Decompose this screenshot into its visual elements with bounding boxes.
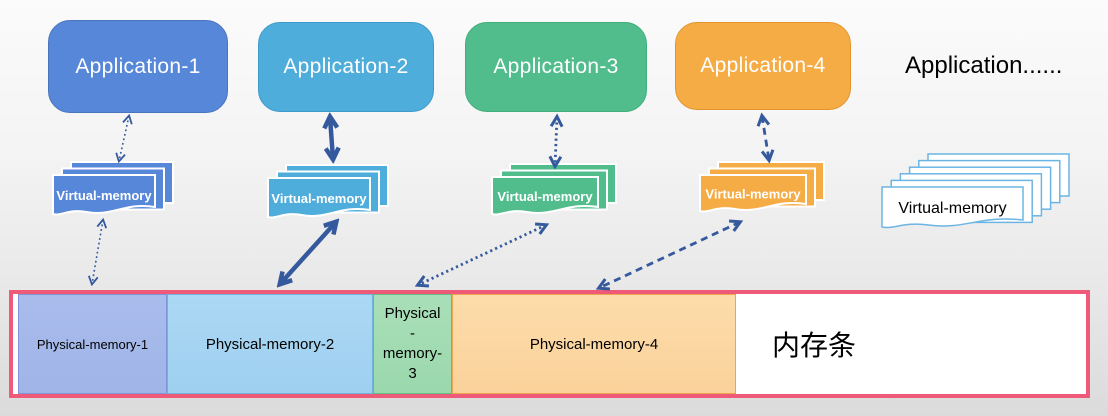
vm-front-page <box>52 174 156 216</box>
vm-front-page <box>881 186 1024 229</box>
virtual-memory-3-stack: Virtual-memory <box>489 161 619 222</box>
application-3-box: Application-3 <box>465 22 647 112</box>
arrow-vm3-pm3 <box>418 225 546 285</box>
physical-memory-3-segment: Physical - memory- 3 <box>373 294 452 394</box>
virtual-memory-4-stack: Virtual-memory <box>697 159 827 219</box>
application-1-box: Application-1 <box>48 20 228 113</box>
vm-front-page <box>267 177 371 219</box>
application-more-label: Application...... <box>905 52 1063 79</box>
application-2-label: Application-2 <box>283 55 409 78</box>
memory-stick-label: 内存条 <box>772 330 857 361</box>
arrow-app3-vm3 <box>555 117 557 166</box>
memory-stick-bar: Physical-memory-1 Physical-memory-2 Phys… <box>9 290 1090 398</box>
physical-memory-2-segment: Physical-memory-2 <box>167 294 373 394</box>
vm-front-page <box>699 174 807 213</box>
bar-left-gap <box>13 294 18 394</box>
virtual-memory-1-label: Virtual-memory <box>56 188 152 203</box>
memory-stick-label-area: 内存条 <box>736 294 1086 394</box>
application-1-label: Application-1 <box>75 54 201 78</box>
virtual-memory-more-stack: Virtual-memory <box>879 151 1072 235</box>
physical-memory-1-segment: Physical-memory-1 <box>18 294 167 394</box>
application-4-box: Application-4 <box>675 22 851 110</box>
virtual-memory-1-stack: Virtual-memory <box>50 159 176 222</box>
physical-memory-4-segment: Physical-memory-4 <box>452 294 736 394</box>
application-3-label: Application-3 <box>493 55 619 78</box>
physical-memory-3-label: Physical - memory- 3 <box>382 304 443 383</box>
arrow-vm1-pm1 <box>87 217 108 287</box>
virtual-memory-more-label: Virtual-memory <box>898 200 1006 217</box>
arrow-app4-vm4 <box>762 116 769 160</box>
virtual-memory-2-stack: Virtual-memory <box>265 162 391 225</box>
application-4-label: Application-4 <box>700 54 826 77</box>
physical-memory-1-label: Physical-memory-1 <box>36 336 149 352</box>
application-2-box: Application-2 <box>258 22 434 112</box>
virtual-memory-4-label: Virtual-memory <box>705 186 801 201</box>
physical-memory-2-label: Physical-memory-2 <box>205 335 335 353</box>
virtual-memory-2-label: Virtual-memory <box>271 191 367 206</box>
vm-front-page <box>491 176 599 216</box>
arrow-vm4-pm4 <box>599 222 740 288</box>
arrow-app2-vm2 <box>330 117 333 159</box>
virtual-memory-3-label: Virtual-memory <box>497 189 593 204</box>
arrow-app1-vm1 <box>115 113 133 164</box>
arrow-vm2-pm2 <box>280 222 336 284</box>
physical-memory-4-label: Physical-memory-4 <box>529 335 659 353</box>
